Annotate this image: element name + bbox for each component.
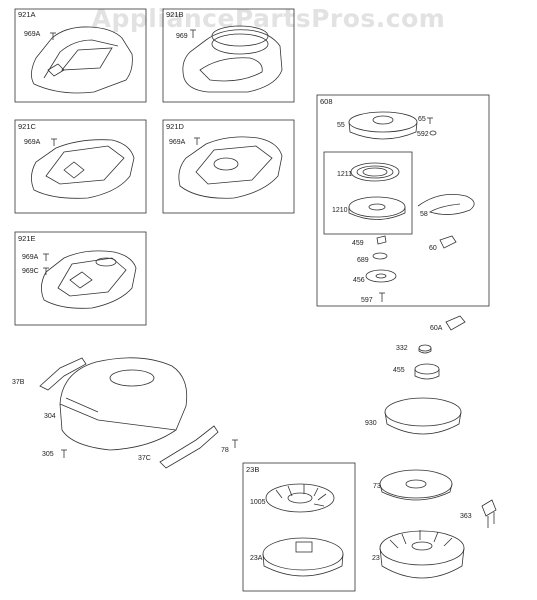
part-label: 58 [420,211,428,218]
part-label: 969A [24,139,41,146]
baffle-37b[interactable]: 37B [12,357,87,391]
box-23b[interactable]: 23B 1005 23A [242,462,356,592]
screw-icon [190,29,196,38]
retainer [365,269,397,283]
box-label: 921C [18,122,37,131]
part-label: 597 [361,297,373,304]
part-label: 78 [221,447,229,454]
part-label: 969C [22,268,39,275]
box-label: 921D [166,122,185,131]
part-label: 969A [22,254,39,261]
starter-pulley [348,196,406,220]
part-label: 459 [352,240,364,247]
part-label: 969 [176,33,188,40]
starter-rope [417,193,475,215]
part-label: 332 [396,345,408,352]
part-label: 37C [138,455,151,462]
box-921c[interactable]: 921C 969A [14,119,147,214]
box-921e[interactable]: 921E 969A 969C [14,231,147,326]
part-label: 1005 [250,499,266,506]
part-label: 37B [12,379,25,386]
flywheel-fan-1005 [265,483,335,513]
part-label: 930 [365,420,377,427]
screw-icon [427,117,433,124]
fan-73[interactable]: 73 [373,469,453,501]
part-label: 73 [373,483,381,490]
box-label: 608 [320,97,333,106]
box-921d[interactable]: 921D 969A [162,119,295,214]
blower-housing-cover-921d [178,136,283,199]
part-label: 305 [42,451,54,458]
screw-78[interactable]: 78 [221,439,238,454]
pawl-icon [376,235,387,245]
part-label: 60A [430,325,443,332]
blower-housing-cover-921c [31,139,135,199]
baffle-37c[interactable]: 37C [138,425,219,469]
part-label: 304 [44,413,56,420]
part-label: 55 [337,122,345,129]
handle-icon [439,235,457,249]
box-label: 921B [166,10,184,19]
part-label: 969A [169,139,186,146]
part-label: 689 [357,257,369,264]
starter-handle-60a[interactable]: 60A [430,315,466,332]
box-label: 921A [18,10,36,19]
blower-housing-cover-921a [31,26,133,94]
blower-housing-cover-921e [41,250,137,309]
screw-icon [194,137,200,145]
flywheel-23a [262,537,344,577]
box-label: 23B [246,465,259,474]
part-label: 456 [353,277,365,284]
blower-housing-304[interactable]: 304 [44,357,188,451]
starter-housing [348,111,418,140]
nut-332[interactable]: 332 [396,344,432,354]
fan-retainer-930[interactable]: 930 [365,397,462,435]
blower-housing-cover-921b [182,25,283,93]
screw-icon [43,253,49,275]
key-363[interactable]: 363 [460,499,497,528]
box-921a[interactable]: 921A 969A [14,8,147,103]
part-label: 969A [24,31,41,38]
starter-cup-455[interactable]: 455 [393,363,440,380]
part-label: 455 [393,367,405,374]
part-label: 1211 [337,171,352,178]
part-label: 23 [372,555,380,562]
part-label: 60 [429,245,437,252]
part-label: 23A [250,555,263,562]
screw-icon [379,292,385,302]
screw-305[interactable]: 305 [42,449,67,458]
recoil-spring [350,162,400,182]
inner-box [323,151,413,235]
screw-icon [51,138,57,146]
part-label: 65 [418,116,426,123]
box-608[interactable]: 608 55 65 592 1 [316,94,490,307]
box-label: 921E [18,234,36,243]
screw-icon [50,32,56,40]
flywheel-23[interactable]: 23 [372,530,465,579]
washer-icon [429,130,437,136]
part-label: 592 [417,131,429,138]
part-label: 363 [460,513,472,520]
spring-clip-icon [372,252,388,260]
box-921b[interactable]: 921B 969 [162,8,295,103]
part-label: 1210 [332,207,348,214]
